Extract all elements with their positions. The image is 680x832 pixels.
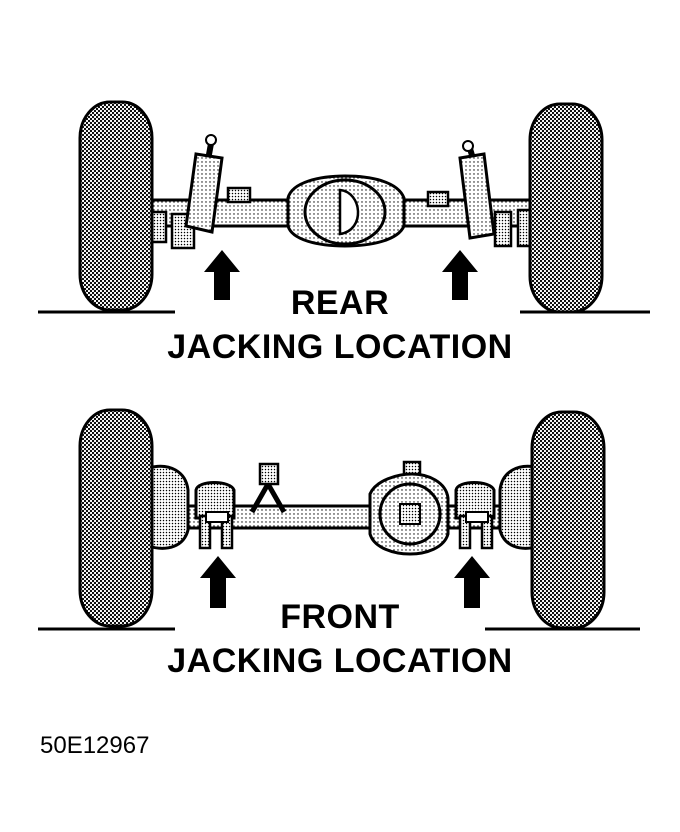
rear-title-line2: JACKING LOCATION	[167, 328, 513, 366]
figure-id: 50E12967	[40, 732, 150, 759]
rear-jack-arrow-left	[204, 250, 240, 300]
rear-shock-right	[458, 140, 496, 240]
front-axle-illustration	[38, 408, 640, 631]
rear-shock-left	[184, 134, 224, 234]
front-tire-right	[530, 410, 606, 630]
front-knuckle-right	[498, 464, 542, 550]
front-tire-left	[78, 408, 154, 628]
front-jack-arrow-left	[200, 556, 236, 608]
front-title-line1: FRONT	[280, 598, 400, 636]
front-title-line2: JACKING LOCATION	[167, 642, 513, 680]
front-differential	[368, 472, 450, 556]
rear-differential	[286, 174, 406, 248]
front-spring-mount-right	[454, 481, 496, 550]
front-jack-arrow-right	[454, 556, 490, 608]
rear-tire-right	[528, 102, 604, 314]
rear-tire-left	[78, 100, 154, 312]
rear-jack-arrow-right	[442, 250, 478, 300]
front-knuckle-left	[146, 464, 190, 550]
rear-spring-mount-right	[426, 190, 536, 248]
rear-title-line1: REAR	[290, 284, 390, 322]
front-spring-mount-left	[194, 481, 236, 550]
rear-axle-illustration	[38, 100, 650, 314]
